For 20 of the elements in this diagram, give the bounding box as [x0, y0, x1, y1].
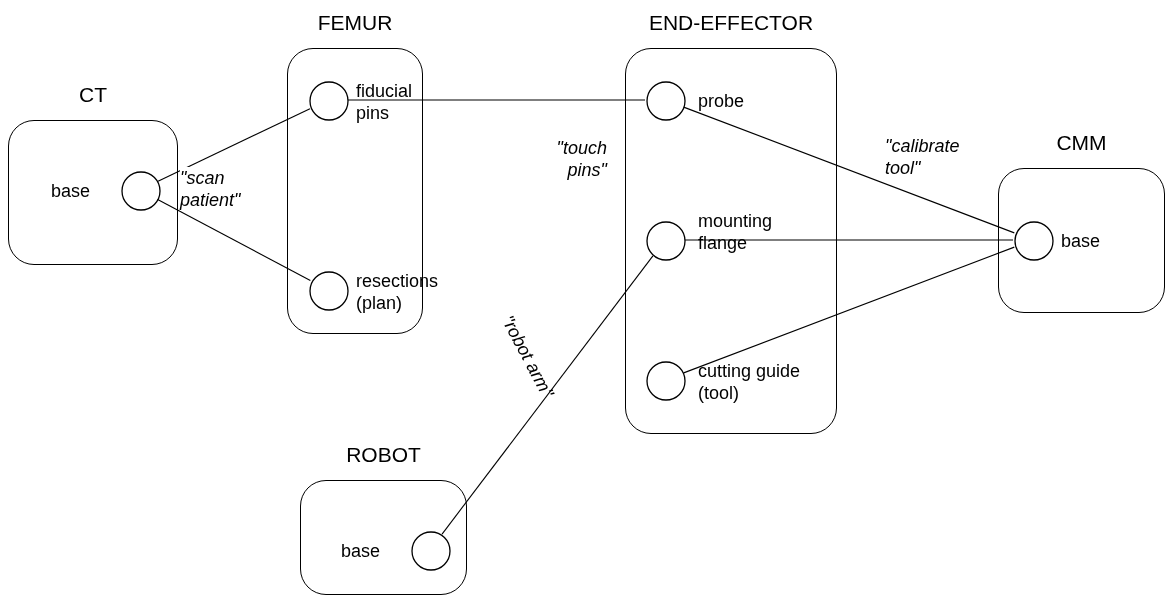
connector-line: [347, 99, 646, 101]
port-label: base: [341, 540, 382, 562]
connector-line: [157, 108, 311, 182]
connector-line: [683, 106, 1015, 234]
component-title: FEMUR: [316, 11, 394, 35]
connector-line: [157, 198, 311, 282]
port-label: cutting guide (tool): [698, 360, 802, 404]
port-label: mounting flange: [698, 210, 774, 254]
connector-line: [441, 255, 654, 535]
connector-line: [684, 239, 1014, 241]
port-label: fiducial pins: [356, 80, 414, 124]
port-label: base: [51, 180, 92, 202]
component-title: END-EFFECTOR: [647, 11, 815, 35]
edge-label: "robot arm": [496, 311, 559, 403]
component-title: CMM: [1055, 131, 1108, 155]
component-title: CT: [78, 83, 108, 107]
component-title: ROBOT: [345, 443, 422, 467]
port-label: probe: [698, 90, 746, 112]
port-label: base: [1061, 230, 1102, 252]
connector-line: [683, 246, 1015, 374]
